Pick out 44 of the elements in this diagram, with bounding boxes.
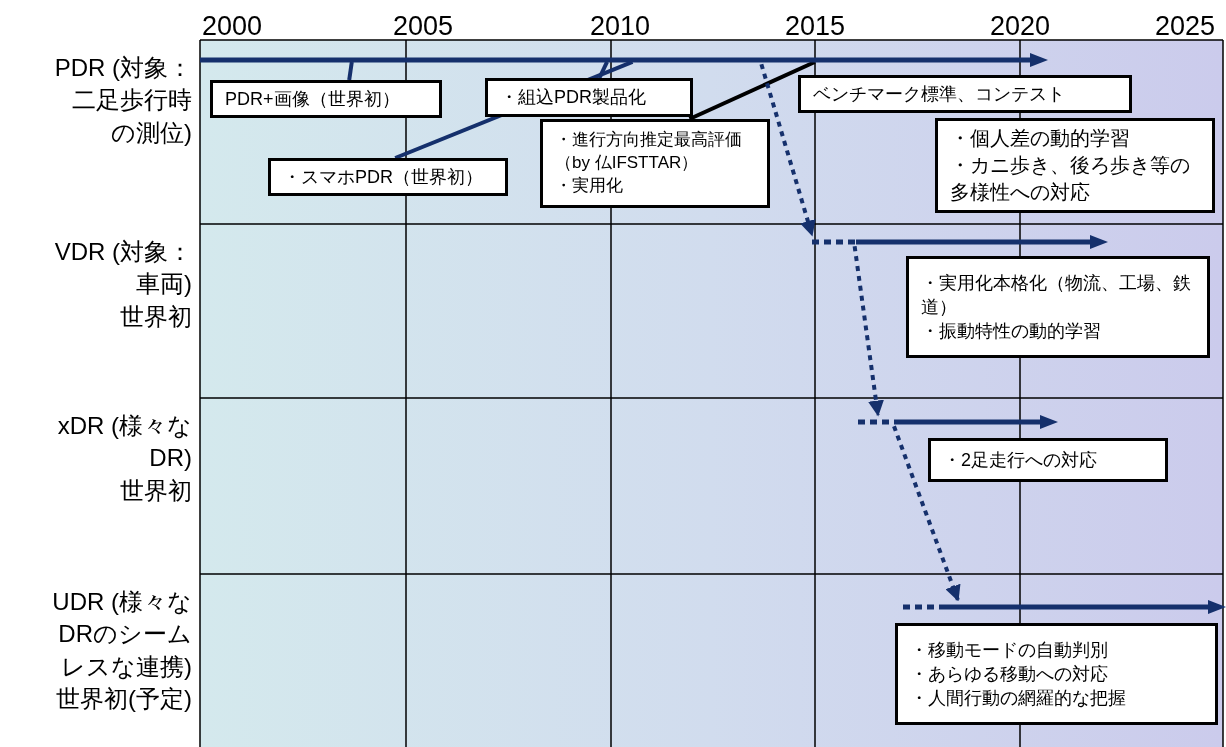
callout-text: ・人間行動の網羅的な把握 [910, 687, 1127, 711]
row-label: 世界初 [120, 301, 192, 332]
callout-box [210, 80, 442, 119]
callout-text: ・スマホPDR（世界初） [283, 166, 484, 189]
dotted-arrow [759, 63, 816, 237]
callout-text: ・あらゆる移動への対応 [910, 662, 1109, 686]
timeline-bar [903, 600, 1226, 614]
callout-text: ベンチマーク標準、コンテスト [813, 83, 1066, 106]
callout-text: ・進行方向推定最高評価（by 仏IFSTTAR） [555, 129, 743, 175]
callout-text: ・2足走行への対応 [943, 448, 1098, 472]
leader-line [347, 61, 354, 81]
row-label: xDR (様々なDR) [56, 411, 192, 474]
dotted-arrow [852, 245, 884, 417]
callout-box [540, 119, 770, 208]
callout-text: ・組込PDR製品化 [500, 86, 647, 110]
callout-box [895, 623, 1218, 725]
callout-text: ・カニ歩き、後ろ歩き等の多様性への対応 [950, 153, 1191, 205]
year-label: 2000 [201, 10, 263, 43]
timeline-bar [200, 53, 1048, 67]
year-label: 2010 [589, 10, 651, 43]
year-label: 2020 [989, 10, 1051, 43]
callout-text: ・実用化 [555, 174, 624, 197]
callout-box [485, 78, 693, 117]
row-label: 世界初(予定) [56, 684, 192, 715]
year-label: 2015 [784, 10, 846, 43]
timeline-bar [858, 415, 1058, 429]
timeline-bar [812, 235, 1108, 249]
callout-text: ・振動特性の動的学習 [921, 320, 1102, 344]
callout-box [906, 256, 1210, 358]
callout-box [268, 158, 508, 197]
year-label: 2025 [1154, 10, 1216, 43]
callout-box [928, 438, 1168, 482]
callout-text: ・実用化本格化（物流、工場、鉄道） [921, 271, 1192, 319]
row-label: VDR (対象：車両) [53, 237, 192, 300]
callout-text: ・個人差の動的学習 [950, 126, 1131, 151]
dotted-arrow [892, 425, 961, 602]
row-label: UDR (様々なDRのシームレスな連携) [52, 587, 192, 682]
callout-box [798, 75, 1132, 114]
callout-text: PDR+画像（世界初） [225, 88, 401, 111]
callout-box [935, 118, 1215, 213]
row-label: 世界初 [120, 475, 192, 506]
row-label: PDR (対象：二足歩行時の測位) [53, 53, 192, 148]
callout-text: ・移動モードの自動判別 [910, 638, 1109, 662]
year-label: 2005 [392, 10, 454, 43]
